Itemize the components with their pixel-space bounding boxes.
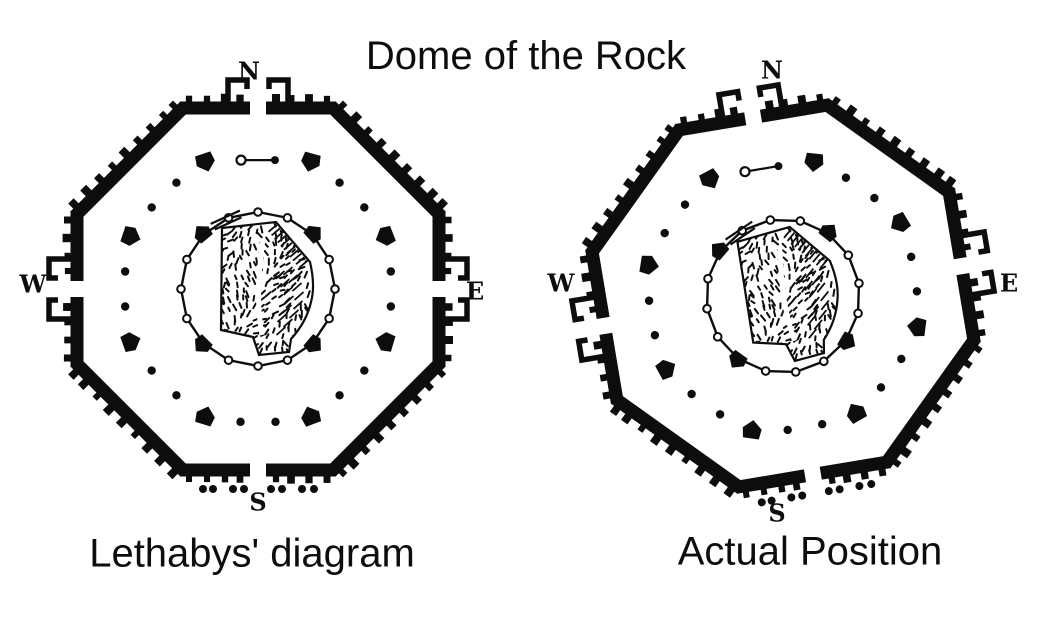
plan-rotated-group [46, 77, 470, 493]
inner-circle-arcade [176, 207, 340, 371]
compass-label-west-left: W [19, 269, 47, 299]
middle-octagon-arcade [639, 152, 927, 440]
figure-title: Dome of the Rock [365, 34, 687, 78]
compass-label-south-right: S [768, 498, 786, 528]
outer-octagon-wall [568, 81, 998, 507]
outer-octagon-wall [46, 77, 470, 493]
caption-actual-position: Actual Position [677, 529, 943, 574]
sacred-rock [219, 220, 315, 357]
sacred-rock [735, 222, 843, 365]
middle-octagon-arcade [120, 151, 396, 427]
floor-plan-actual-position [568, 81, 998, 507]
compass-label-west-right: W [547, 268, 575, 298]
plan-rotated-group [568, 81, 998, 507]
floor-plan-lethaby [46, 77, 470, 493]
inner-circle-arcade [702, 215, 864, 377]
compass-label-east-left: E [465, 276, 485, 306]
caption-lethaby: Lethabys' diagram [89, 531, 415, 576]
north-bar-feature [744, 164, 779, 173]
compass-label-east-right: E [999, 268, 1019, 298]
compass-label-south-left: S [249, 487, 267, 517]
